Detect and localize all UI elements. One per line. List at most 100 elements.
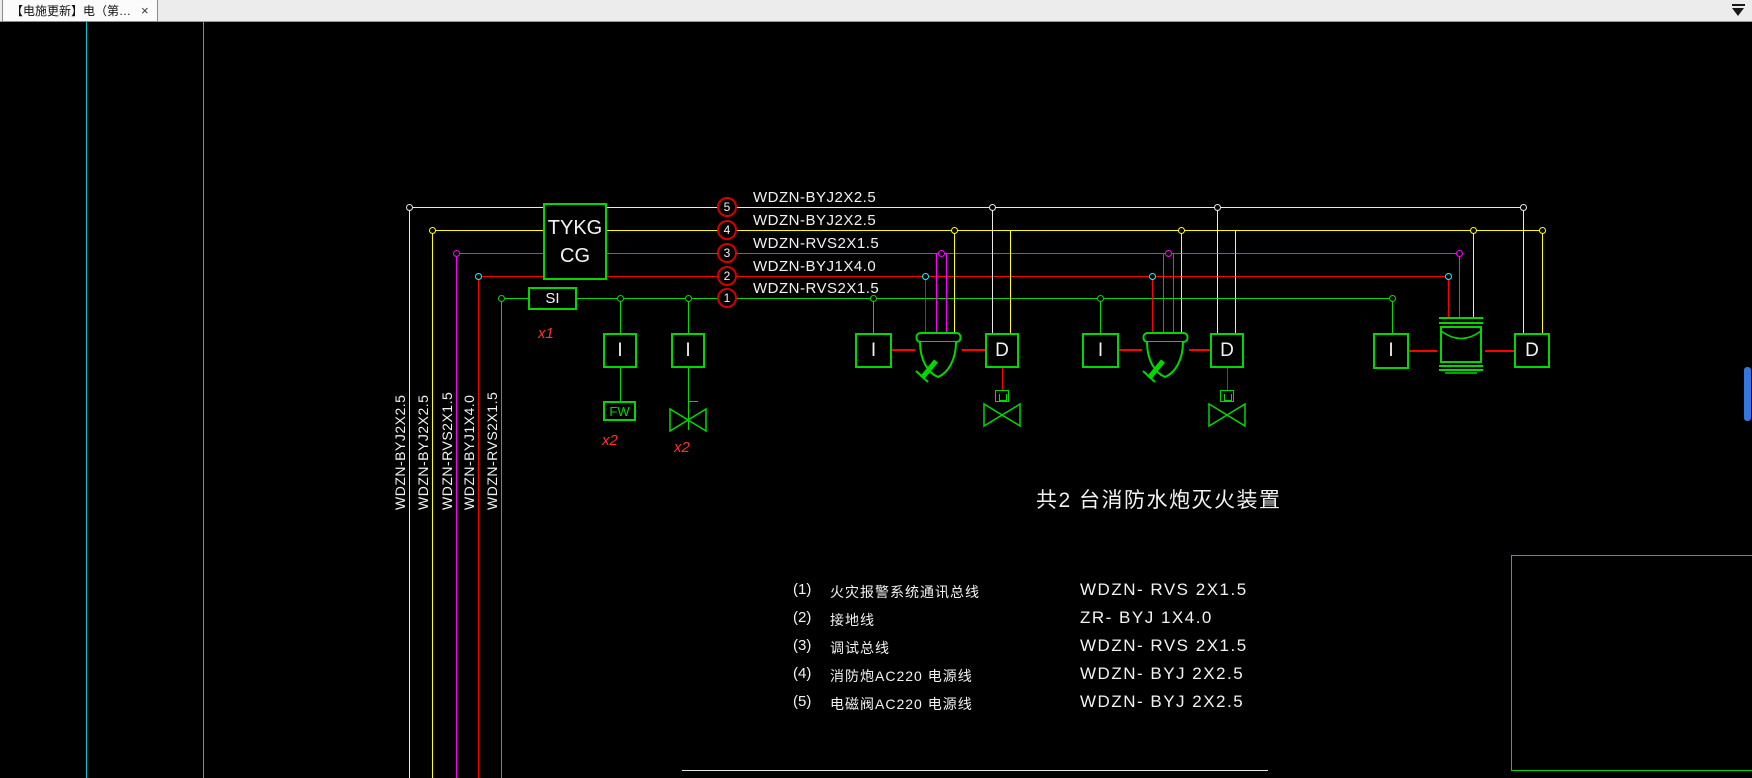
riser-green: [501, 298, 502, 778]
link-red: [1485, 350, 1514, 352]
si-module-box: SI: [528, 287, 577, 310]
tab-close-icon[interactable]: ×: [141, 3, 149, 18]
module-label: I: [617, 339, 623, 361]
input-module-box: I: [603, 333, 637, 368]
riser-red: [478, 276, 479, 778]
node: [406, 204, 413, 211]
bus-label: WDZN-RVS2X1.5: [753, 235, 880, 252]
riser-white: [409, 207, 410, 778]
input-module-box: I: [671, 333, 705, 368]
link-red: [1227, 368, 1228, 390]
fw-module-box: FW: [603, 401, 636, 421]
vertical-scrollbar-thumb[interactable]: [1744, 367, 1751, 421]
drawing-canvas[interactable]: [0, 22, 1752, 778]
node: [1456, 250, 1463, 257]
module-label: D: [995, 339, 1009, 361]
node: [951, 227, 958, 234]
riser-label: WDZN-BYJ2X2.5: [415, 394, 431, 510]
drawing-tab[interactable]: 【电施更新】电（第… ×: [2, 0, 158, 22]
drop-magenta: [936, 253, 937, 333]
legend-label: 电磁阀AC220 电源线: [830, 696, 973, 712]
riser-label: WDZN-BYJ1X4.0: [461, 394, 477, 510]
module-label: D: [1220, 339, 1234, 361]
drop-green: [1392, 298, 1393, 333]
legend-label: 火灾报警系统通讯总线: [830, 584, 980, 600]
valve-icon: [669, 407, 707, 433]
node: [1470, 227, 1477, 234]
tank-device-icon: [1439, 317, 1483, 374]
chevron-down-icon: [1732, 8, 1744, 16]
node: [1097, 295, 1104, 302]
drop-yellow: [1235, 230, 1236, 333]
drop-green: [1100, 298, 1101, 333]
construction-line: [86, 22, 87, 778]
tab-bar: 【电施更新】电（第… ×: [0, 0, 1752, 22]
node: [617, 295, 624, 302]
count-annotation: x2: [602, 432, 618, 449]
legend-spec: WDZN- RVS 2X1.5: [1080, 580, 1248, 599]
drop-yellow: [954, 230, 955, 333]
node: [453, 250, 460, 257]
module-label: FW: [609, 403, 630, 419]
module-label: I: [1388, 340, 1394, 361]
tab-title: 【电施更新】电（第…: [11, 4, 132, 18]
link-red: [962, 349, 985, 351]
node: [429, 227, 436, 234]
drop-yellow: [1010, 230, 1011, 333]
controller-box: TYKG CG: [543, 203, 607, 280]
riser-label: WDZN-RVS2X1.5: [439, 391, 455, 510]
riser-yellow: [432, 230, 433, 778]
bus-label: WDZN-BYJ1X4.0: [753, 258, 877, 275]
collapse-panel-icon[interactable]: [1732, 4, 1746, 16]
drop-green: [873, 298, 874, 333]
legend-spec: ZR- BYJ 1X4.0: [1080, 608, 1213, 627]
drive-module-box: D: [985, 333, 1019, 368]
riser-label: WDZN-RVS2X1.5: [484, 391, 500, 510]
input-module-box: I: [1082, 333, 1119, 368]
riser-label: WDZN-BYJ2X2.5: [392, 394, 408, 510]
drop-white: [992, 207, 993, 333]
drop-yellow: [1542, 230, 1543, 333]
node: [1149, 273, 1156, 280]
link-red: [1189, 349, 1210, 351]
bus-3-magenta: [456, 253, 1459, 254]
drop-magenta: [1163, 253, 1164, 333]
wire-number-circle: 3: [717, 243, 737, 263]
si-label: SI: [545, 290, 560, 307]
solenoid-mark: [1224, 394, 1232, 401]
link-green: [620, 368, 621, 401]
fire-monitor-icon: [915, 332, 962, 383]
legend-num: (3): [793, 637, 812, 654]
node: [1520, 204, 1527, 211]
wire-number-circle: 4: [717, 220, 737, 240]
input-module-box: I: [1373, 333, 1409, 369]
legend-num: (4): [793, 665, 812, 682]
wire-number-circle: 1: [717, 288, 737, 308]
module-label: D: [1525, 339, 1539, 361]
frame-line-green: [1511, 770, 1752, 771]
bus-label: WDZN-RVS2X1.5: [753, 280, 880, 297]
collapse-bar: [1732, 4, 1745, 6]
link-red: [1409, 350, 1437, 352]
node: [498, 295, 505, 302]
link-red: [892, 349, 915, 351]
legend-spec: WDZN- RVS 2X1.5: [1080, 636, 1248, 655]
fire-monitor-icon: [1142, 332, 1189, 383]
drop-red: [925, 276, 926, 333]
legend-label: 消防炮AC220 电源线: [830, 668, 973, 684]
drop-white: [1523, 207, 1524, 333]
input-module-box: I: [855, 333, 892, 368]
wire-number-circle: 2: [717, 266, 737, 286]
node: [922, 273, 929, 280]
controller-label-2: CG: [560, 244, 590, 267]
node: [1389, 295, 1396, 302]
valve-icon: [1208, 402, 1246, 428]
drop-magenta: [1459, 253, 1460, 318]
count-annotation: x2: [674, 439, 690, 456]
legend-label: 调试总线: [830, 640, 890, 656]
node: [1445, 273, 1452, 280]
drop-yellow: [1473, 230, 1474, 318]
node: [1539, 227, 1546, 234]
drive-module-box: D: [1210, 333, 1244, 368]
